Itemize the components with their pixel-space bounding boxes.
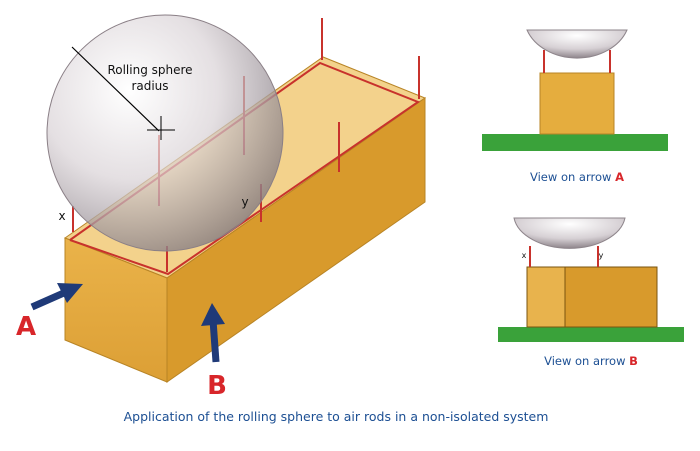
main-view: Rolling sphere radius x y A B [16,14,427,401]
arrow-b-letter: B [207,371,227,401]
view-b: x y View on arrow B [498,217,684,368]
figure-caption: Application of the rolling sphere to air… [124,409,549,424]
rolling-sphere [46,14,284,252]
view-a-ground [482,134,668,151]
point-y-label: y [241,195,248,209]
view-b-ground [498,327,684,342]
view-b-letter: B [629,354,638,368]
view-a-sphere-bowl [526,29,628,59]
arrow-a [30,283,83,311]
view-b-point-x: x [522,251,527,260]
sphere-radius-line [71,46,160,132]
view-a-letter: A [615,170,624,184]
view-b-point-y: y [599,251,604,260]
view-b-block-side [564,266,658,328]
view-a-label: View on arrow A [530,170,624,184]
arrow-b [201,303,225,363]
sphere-label-line2: radius [131,79,168,93]
view-b-label: View on arrow B [544,354,638,368]
point-x-label: x [58,209,65,223]
view-b-sphere-bowl [513,217,626,249]
view-a-block [539,72,615,135]
arrow-a-letter: A [16,312,36,342]
view-b-block-end [526,266,566,328]
sphere-label-line1: Rolling sphere [107,63,192,77]
view-a: View on arrow A [482,29,668,184]
